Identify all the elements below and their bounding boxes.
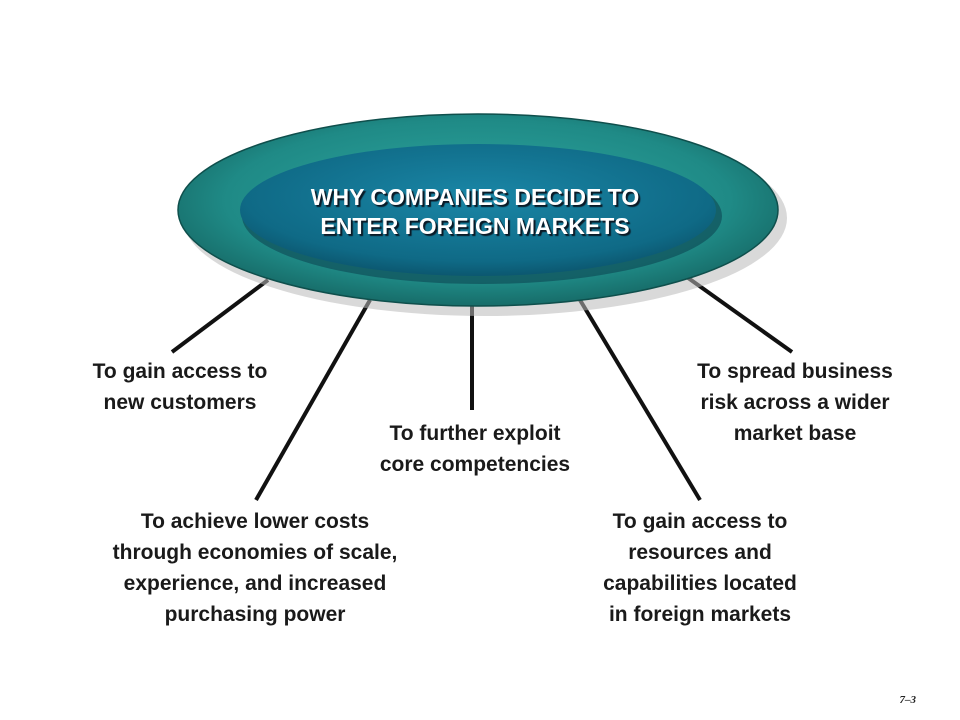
reason-line: To gain access to bbox=[612, 510, 788, 533]
hub-inner-ellipse bbox=[240, 144, 716, 276]
reason-line: resources and bbox=[628, 541, 772, 564]
reason-line: in foreign markets bbox=[608, 603, 792, 626]
reason-core-competencies: To further exploit core competencies bbox=[330, 418, 620, 480]
connector-line-5 bbox=[682, 273, 794, 354]
reason-lower-costs: To achieve lower costs through economies… bbox=[40, 506, 470, 630]
reason-line: market base bbox=[733, 422, 857, 445]
reason-line: experience, and increased bbox=[123, 572, 387, 595]
hub-title: WHY COMPANIES DECIDE TO ENTER FOREIGN MA… bbox=[250, 183, 700, 241]
reason-line: new customers bbox=[103, 391, 257, 414]
reason-resources-capabilities: To gain access to resources and capabili… bbox=[560, 506, 840, 630]
reason-line: through economies of scale, bbox=[112, 541, 398, 564]
connector-line-2 bbox=[254, 299, 372, 501]
reason-spread-risk: To spread business risk across a wider m… bbox=[655, 356, 935, 449]
reason-line: To gain access to bbox=[92, 360, 268, 383]
reason-line: To achieve lower costs bbox=[140, 510, 370, 533]
reason-line: purchasing power bbox=[164, 603, 346, 626]
hub-title-line-1: WHY COMPANIES DECIDE TO bbox=[310, 184, 640, 210]
slide-number: 7–3 bbox=[899, 694, 917, 706]
reason-line: risk across a wider bbox=[700, 391, 890, 414]
reason-line: core competencies bbox=[379, 453, 571, 476]
reason-line: To further exploit bbox=[389, 422, 561, 445]
reason-line: capabilities located bbox=[603, 572, 797, 595]
connector-line-1 bbox=[170, 278, 270, 354]
reason-line: To spread business bbox=[697, 360, 893, 383]
connector-line-4 bbox=[578, 298, 702, 502]
hub-title-line-2: ENTER FOREIGN MARKETS bbox=[320, 213, 630, 239]
reason-new-customers: To gain access to new customers bbox=[40, 356, 320, 418]
